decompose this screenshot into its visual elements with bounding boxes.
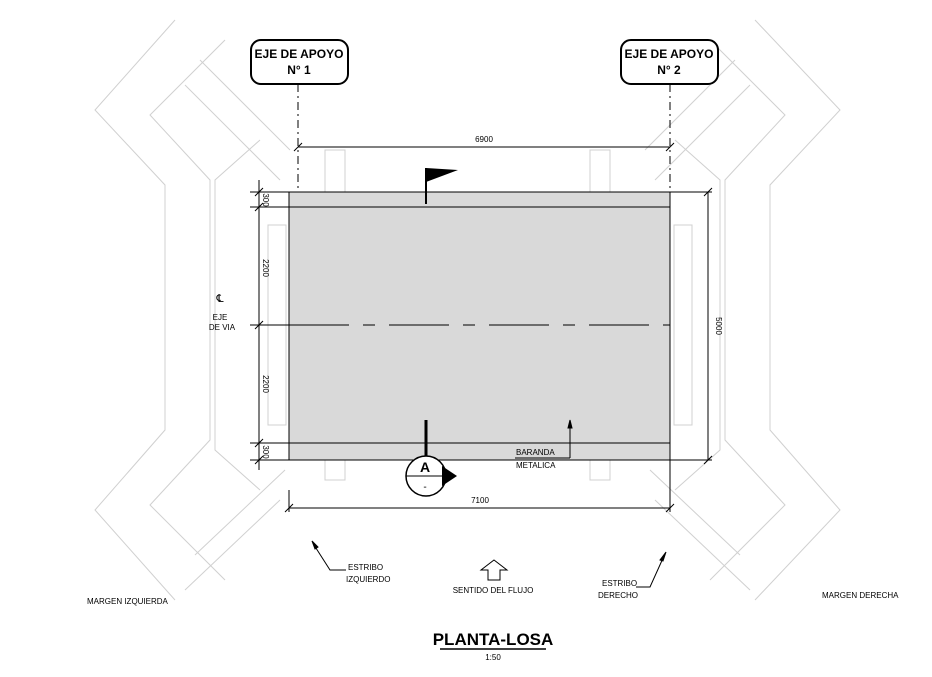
svg-text:5000: 5000 (714, 317, 723, 335)
drawing-scale: 1:50 (485, 653, 501, 662)
svg-text:N° 1: N° 1 (287, 63, 311, 77)
svg-text:DE VIA: DE VIA (209, 323, 236, 332)
svg-text:6900: 6900 (475, 135, 493, 144)
svg-text:ESTRIBO: ESTRIBO (348, 563, 383, 572)
support-axis-1-label: EJE DE APOYO N° 1 (250, 39, 349, 85)
svg-text:ESTRIBO: ESTRIBO (602, 579, 637, 588)
flag-icon (425, 168, 458, 204)
svg-text:2200: 2200 (261, 375, 270, 393)
support-axes (297, 84, 671, 192)
drawing-title: PLANTA-LOSA (433, 630, 554, 649)
svg-text:IZQUIERDO: IZQUIERDO (346, 575, 390, 584)
svg-text:2200: 2200 (261, 259, 270, 277)
dimension-width-right: 5000 (670, 187, 723, 465)
svg-text:DERECHO: DERECHO (598, 591, 638, 600)
flow-direction: SENTIDO DEL FLUJO (453, 559, 534, 595)
road-axis-label: ℄ EJE DE VIA (209, 293, 236, 332)
svg-text:N° 2: N° 2 (657, 63, 681, 77)
abutment-left-callout: ESTRIBO IZQUIERDO (311, 540, 390, 584)
flow-arrow-icon (479, 559, 509, 581)
slab-outline (288, 191, 671, 461)
section-cut-marker: A - (405, 420, 457, 497)
svg-text:BARANDA: BARANDA (516, 448, 555, 457)
drawing-title-block: PLANTA-LOSA 1:50 (433, 630, 554, 662)
support-axis-2-label: EJE DE APOYO N° 2 (620, 39, 719, 85)
svg-text:℄: ℄ (215, 293, 223, 305)
abutment-right-callout: ESTRIBO DERECHO (598, 551, 667, 600)
dimension-length-bottom: 7100 (284, 460, 675, 513)
svg-text:EJE DE APOYO: EJE DE APOYO (255, 47, 344, 61)
background-outlines (94, 19, 841, 601)
railing-callout: BARANDA METALICA (515, 419, 573, 470)
dimension-chain-left: 300 2200 2200 300 (250, 180, 289, 470)
bank-left-label: MARGEN IZQUIERDA (87, 597, 169, 606)
svg-text:300: 300 (261, 193, 270, 207)
svg-text:SENTIDO DEL FLUJO: SENTIDO DEL FLUJO (453, 586, 534, 595)
svg-text:A: A (420, 459, 430, 475)
svg-text:300: 300 (261, 445, 270, 459)
bank-right-label: MARGEN DERECHA (822, 591, 899, 600)
svg-text:EJE: EJE (213, 313, 228, 322)
svg-text:7100: 7100 (471, 496, 489, 505)
svg-text:METALICA: METALICA (516, 461, 556, 470)
svg-text:EJE DE APOYO: EJE DE APOYO (625, 47, 714, 61)
dimension-span-top: 6900 (293, 135, 675, 152)
slab (288, 191, 671, 461)
svg-text:-: - (423, 482, 426, 493)
